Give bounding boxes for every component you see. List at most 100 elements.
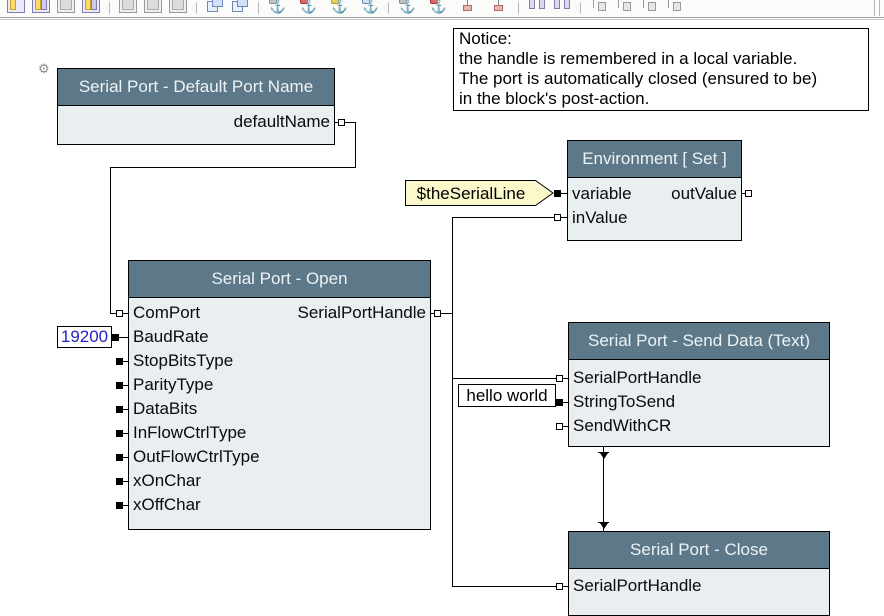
pin-label-defaultname: defaultName xyxy=(233,112,330,131)
port-stub xyxy=(123,433,128,434)
wire-serialporthandle[interactable] xyxy=(441,313,452,314)
block-serial-port-open[interactable]: Serial Port - Open ComPort SerialPortHan… xyxy=(128,260,431,530)
port-sendwithcr-input[interactable] xyxy=(556,423,563,430)
sequence-arrow-tick xyxy=(598,522,609,523)
port-inflowctrltype-input[interactable] xyxy=(116,430,123,437)
link-blocks-icon[interactable] xyxy=(528,0,546,13)
route-wire-icon-4[interactable] xyxy=(665,0,683,13)
port-stub xyxy=(561,217,567,218)
wire-defaultname-comport[interactable] xyxy=(355,122,356,168)
pin-move-icon[interactable] xyxy=(491,0,509,13)
block-environment-set[interactable]: Environment [ Set ] variable outValue in… xyxy=(567,140,742,241)
block-serial-port-default-port-name[interactable]: Serial Port - Default Port Name defaultN… xyxy=(57,68,335,145)
port-xoffchar-input[interactable] xyxy=(116,502,123,509)
port-stub xyxy=(123,409,128,410)
port-xonchar-input[interactable] xyxy=(116,478,123,485)
route-wire-icon-2[interactable] xyxy=(615,0,633,13)
toolbar-separator xyxy=(879,0,880,16)
variable-tag[interactable]: $theSerialLine xyxy=(405,180,554,206)
toolbar-separator xyxy=(874,0,875,16)
frame-icon[interactable] xyxy=(57,0,75,13)
block-serial-port-close[interactable]: Serial Port - Close SerialPortHandle xyxy=(568,531,830,616)
wire-serialporthandle-trunk[interactable] xyxy=(452,217,453,587)
pin-label-invalue: inValue xyxy=(572,208,628,227)
toolbar-separator xyxy=(196,2,197,14)
wire-serialporthandle-close[interactable] xyxy=(452,586,556,587)
port-databits-input[interactable] xyxy=(116,406,123,413)
window-pane-icon[interactable] xyxy=(7,0,25,13)
port-stringtosend-input[interactable] xyxy=(556,399,563,406)
variable-tag-label: $theSerialLine xyxy=(417,184,526,203)
port-variable-input[interactable] xyxy=(554,190,561,197)
port-comport-input[interactable] xyxy=(116,310,123,317)
pin-label-serialporthandle: SerialPortHandle xyxy=(573,576,702,595)
pin-icon[interactable] xyxy=(460,0,478,13)
layout-ghost-icon-1[interactable] xyxy=(119,0,137,13)
split-panes-icon[interactable] xyxy=(32,0,50,13)
port-paritytype-input[interactable] xyxy=(116,382,123,389)
port-senddata-serialporthandle-input[interactable] xyxy=(556,375,563,382)
layout-ghost-icon-3[interactable] xyxy=(169,0,187,13)
split-panes-alt-icon[interactable] xyxy=(82,0,100,13)
port-serialporthandle-output[interactable] xyxy=(434,310,441,317)
baudrate-value-box[interactable]: 19200 xyxy=(57,326,112,348)
port-stub xyxy=(431,313,434,314)
toolbar-group xyxy=(2,0,105,17)
wire-serialporthandle-invalue[interactable] xyxy=(452,217,554,218)
toolbar-separator xyxy=(580,2,581,14)
port-defaultname-output[interactable] xyxy=(338,119,345,126)
wire-defaultname-comport[interactable] xyxy=(345,122,355,123)
pin-label-outflowctrltype: OutFlowCtrlType xyxy=(133,447,260,466)
port-baudrate-input[interactable] xyxy=(112,334,119,341)
port-close-serialporthandle-input[interactable] xyxy=(556,583,563,590)
align-anchor-alt-icon[interactable] xyxy=(429,0,447,13)
gear-anchor-icon[interactable] xyxy=(268,0,286,13)
pin-label-paritytype: ParityType xyxy=(133,375,214,394)
sequence-wire-senddata-close[interactable] xyxy=(603,447,604,531)
port-stopbitstype-input[interactable] xyxy=(116,358,123,365)
wire-defaultname-comport[interactable] xyxy=(110,167,356,168)
port-invalue-input[interactable] xyxy=(554,214,561,221)
route-wire-icon-3[interactable] xyxy=(640,0,658,13)
block-title: Serial Port - Open xyxy=(129,261,430,298)
align-anchor-icon[interactable] xyxy=(398,0,416,13)
wire-serialporthandle-senddata[interactable] xyxy=(452,378,556,379)
port-stub xyxy=(563,586,568,587)
layout-ghost-icon-2[interactable] xyxy=(144,0,162,13)
block-serial-port-send-data[interactable]: Serial Port - Send Data (Text) SerialPor… xyxy=(568,322,830,447)
pin-label-databits: DataBits xyxy=(133,399,198,418)
wire-defaultname-comport[interactable] xyxy=(110,313,116,314)
pin-label-serialporthandle: SerialPortHandle xyxy=(297,303,426,322)
send-to-back-icon[interactable] xyxy=(231,0,249,13)
toolbar-group xyxy=(585,0,688,17)
edit-anchor-icon[interactable] xyxy=(330,0,348,13)
delete-anchor-icon[interactable] xyxy=(299,0,317,13)
notice-line: the handle is remembered in a local vari… xyxy=(459,49,798,68)
toolbar xyxy=(0,0,884,17)
port-stub xyxy=(123,385,128,386)
sequence-arrow-down-icon xyxy=(600,453,608,459)
add-anchor-icon[interactable] xyxy=(361,0,379,13)
wire-defaultname-comport[interactable] xyxy=(110,167,111,314)
toolbar-separator xyxy=(109,2,110,14)
bring-to-front-icon[interactable] xyxy=(206,0,224,13)
port-stub xyxy=(123,361,128,362)
route-wire-icon-1[interactable] xyxy=(590,0,608,13)
pin-label-inflowctrltype: InFlowCtrlType xyxy=(133,423,247,442)
toolbar-group xyxy=(114,0,192,17)
port-outvalue-output[interactable] xyxy=(745,190,752,197)
stringtosend-value-box[interactable]: hello world xyxy=(458,384,556,407)
variable-tag-shape xyxy=(405,180,554,206)
sequence-arrow-tick xyxy=(598,452,609,453)
port-outflowctrltype-input[interactable] xyxy=(116,454,123,461)
notice-annotation[interactable]: Notice: the handle is remembered in a lo… xyxy=(453,28,869,111)
pin-label-stringtosend: StringToSend xyxy=(573,392,676,411)
port-stub xyxy=(119,337,128,338)
pin-label-variable: variable xyxy=(572,184,632,203)
link-blocks-alt-icon[interactable] xyxy=(553,0,571,13)
notice-line: The port is automatically closed (ensure… xyxy=(459,69,818,88)
toolbar-group xyxy=(263,0,384,17)
notice-line: in the block's post-action. xyxy=(459,89,650,108)
port-stub xyxy=(561,193,567,194)
